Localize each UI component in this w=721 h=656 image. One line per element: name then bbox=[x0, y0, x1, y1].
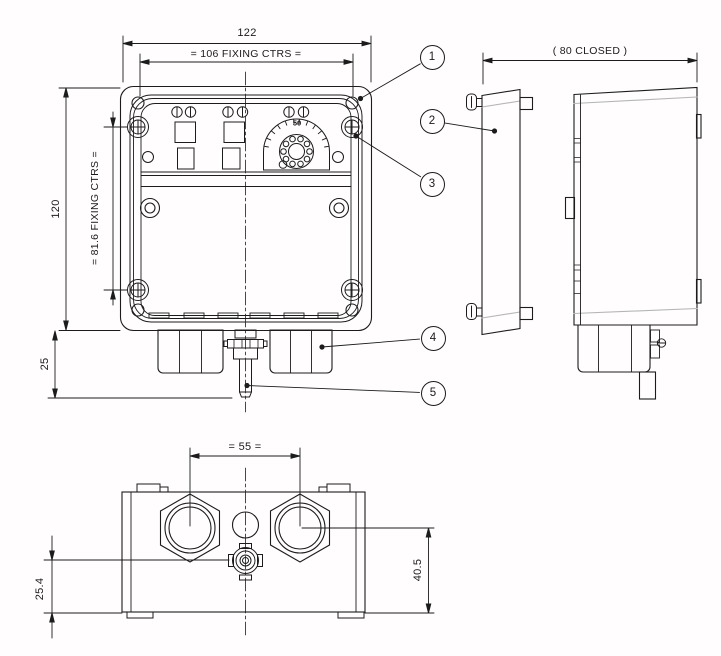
dim-gland-ctrs-label: = 55 = bbox=[228, 441, 262, 453]
hinge-knuckles bbox=[573, 138, 581, 294]
hinge-peg bbox=[519, 96, 534, 111]
lid-fixing-screw-icon bbox=[466, 303, 483, 320]
dim-width-label: 122 bbox=[237, 27, 257, 39]
lid-seal-outer bbox=[129, 94, 363, 323]
panel-hole bbox=[142, 151, 154, 163]
callout-2: 2 bbox=[419, 108, 445, 134]
dial-ticks bbox=[264, 119, 329, 148]
callout-3: 3 bbox=[419, 171, 445, 197]
lid-window bbox=[140, 103, 352, 316]
dim-fixing-ctrs-h-label: = 106 FIXING CTRS = bbox=[190, 48, 302, 60]
lid-screw-icon bbox=[341, 116, 363, 138]
adjustment-knob bbox=[279, 134, 314, 169]
callout-1-number: 1 bbox=[428, 51, 436, 63]
callout-2-number: 2 bbox=[428, 115, 436, 127]
dim-fixing-ctrs-v-label: = 81.6 FIXING CTRS = bbox=[89, 151, 101, 265]
dim-height-label: 120 bbox=[50, 199, 62, 219]
sensor-probe-side bbox=[638, 371, 657, 400]
sensor-spindle-front bbox=[223, 329, 268, 398]
thermostat-dial bbox=[263, 118, 330, 171]
cable-gland-side bbox=[577, 324, 651, 373]
lid-screws bbox=[127, 116, 363, 301]
dim-gland-offset-label: 40.5 bbox=[412, 558, 424, 582]
screw-bosses bbox=[139, 197, 350, 219]
front-view bbox=[119, 71, 373, 413]
latch-tab bbox=[695, 278, 702, 304]
mounting-lugs-bottom bbox=[126, 483, 365, 619]
lid-screw-icon bbox=[127, 116, 149, 138]
dial-max-label: 50 bbox=[292, 118, 302, 128]
dim-gland-drop-label: 25 bbox=[39, 357, 51, 371]
hinge-band bbox=[140, 171, 352, 187]
lid-bottom-tabs bbox=[148, 312, 339, 319]
callout-4-number: 4 bbox=[429, 332, 437, 344]
mounting-lug-side bbox=[564, 196, 576, 220]
callout-4: 4 bbox=[420, 325, 446, 351]
fixing-holes bbox=[131, 96, 359, 317]
panel-hole bbox=[332, 151, 344, 163]
terminal-blocks bbox=[174, 121, 245, 170]
callout-1: 1 bbox=[419, 44, 445, 70]
clamp-bracket bbox=[650, 329, 667, 359]
body-side-view bbox=[564, 86, 702, 400]
latch-tab bbox=[695, 113, 702, 139]
dimension-lines bbox=[43, 35, 698, 639]
dim-closed-depth-label: ( 80 CLOSED ) bbox=[552, 45, 628, 57]
dim-spindle-offset-label: 25.4 bbox=[34, 577, 46, 601]
cable-glands-front bbox=[157, 329, 333, 374]
lid-screw-icon bbox=[341, 279, 363, 301]
lid-fixing-screw-icon bbox=[466, 93, 483, 111]
lid-seal-inner bbox=[133, 98, 359, 319]
dial-index-marker bbox=[278, 160, 288, 169]
hinge-peg bbox=[519, 306, 534, 321]
callout-leaders bbox=[244, 63, 498, 393]
callout-3-number: 3 bbox=[428, 178, 436, 190]
lid-screw-icon bbox=[127, 279, 149, 301]
bottom-view bbox=[121, 467, 366, 637]
callout-5: 5 bbox=[420, 380, 446, 406]
lid-side-view bbox=[466, 88, 534, 336]
callout-5-number: 5 bbox=[429, 387, 437, 399]
terminal-screws bbox=[171, 106, 310, 118]
